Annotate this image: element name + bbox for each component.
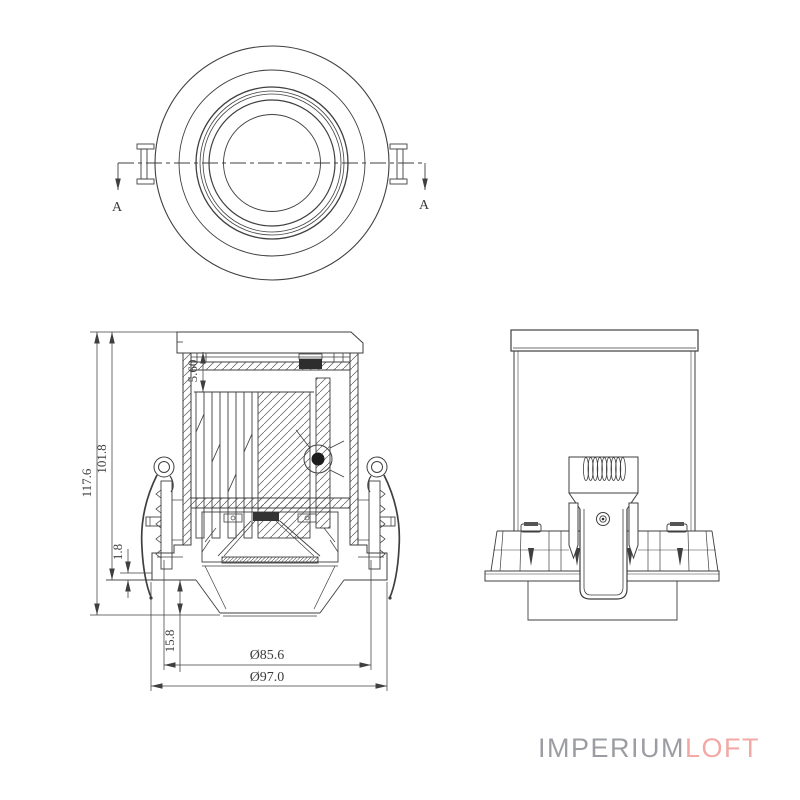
section-label-right: A [419,198,430,213]
pivot-dot [311,452,325,466]
clip-strap-outer [579,509,628,600]
side-view [484,329,720,621]
dim-outer-diameter: Ø97.0 [250,670,285,685]
lens [221,556,319,564]
dim-trim-protrusion: 15.8 [162,630,177,653]
led-module [201,511,339,564]
dim-top-gap: 5.60 [185,360,200,383]
housing-top-cap [176,331,364,354]
side-housing [510,329,699,531]
trim-cone [195,565,345,617]
section-label-left: A [112,200,123,215]
clip-wing-right [628,502,639,560]
mount-tab-left [136,143,155,185]
top-view: A A [112,45,430,281]
trim-latch-left [520,522,542,533]
dim-flange-thickness: 1.8 [110,544,125,560]
dim-overall-height: 117.6 [79,468,94,497]
driver-plate [190,352,351,371]
dimension-lines [90,331,388,691]
housing-wall-left [182,352,192,546]
clip-screw [596,512,610,526]
coil-spring [583,457,626,481]
dim-inner-diameter: Ø85.6 [250,648,285,663]
dimension-labels: 117.6 101.8 5.60 1.8 15.8 Ø85.6 Ø97.0 [79,360,284,685]
tilt-pivot [303,440,345,478]
section-cut-marker-left: A [112,163,123,215]
clip-strap-inner [583,509,624,596]
side-lower-trim-box [527,581,678,621]
trim-latch-right [666,522,688,533]
front-section-view: 117.6 101.8 5.60 1.8 15.8 Ø85.6 Ø97.0 [79,331,401,691]
spring-clip-left [140,456,183,600]
clip-wing-left [568,502,579,560]
spring-clip-right [358,456,401,600]
brand-watermark: IMPERIUMLOFT [538,733,760,763]
module-mounting-plate [190,497,351,509]
terminal-block [298,353,323,369]
dim-recess-height: 101.8 [94,444,109,473]
section-cut-marker-right: A [419,163,430,213]
brand-watermark-loft: LOFT [685,733,760,763]
mount-tab-right [389,143,408,185]
brand-watermark-imperium: IMPERIUM [538,733,685,763]
led-chip [253,512,279,521]
housing-wall-right [349,352,359,546]
side-spring-clip [568,456,639,600]
